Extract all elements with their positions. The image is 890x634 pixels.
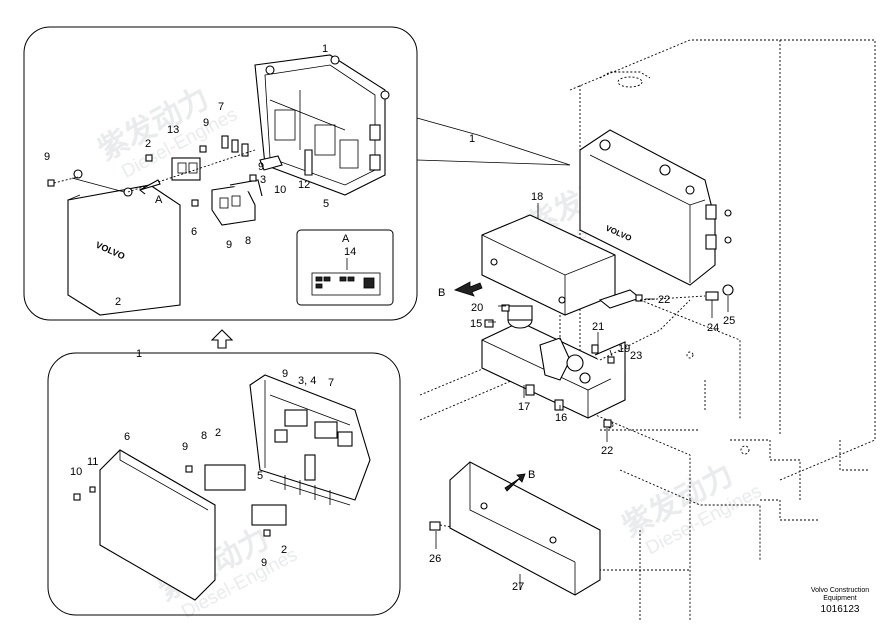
callout: 10 — [70, 466, 82, 478]
callout: 9 — [203, 117, 209, 129]
view-letter-b: B — [438, 287, 445, 299]
callout: 9 — [182, 441, 188, 453]
callout: 10 — [274, 184, 286, 196]
drawing-number: 1016123 — [821, 604, 860, 615]
callout: 12 — [298, 179, 310, 191]
company-line-2: Equipment — [823, 595, 857, 602]
callout: 22 — [658, 294, 670, 306]
up-arrow-icon — [210, 329, 234, 349]
callout: 1 — [322, 43, 328, 55]
callout: 1 — [469, 133, 475, 145]
callout: 25 — [723, 315, 735, 327]
view-arrow-b-bottom — [504, 473, 526, 492]
callouts-top: 1 7 13 2 9 9 10 12 5 3 9 8 2 6 9 — [44, 43, 329, 308]
callout: 20 — [471, 302, 483, 314]
callout: 5 — [257, 470, 263, 482]
callout: 9 — [261, 557, 267, 569]
callout: 9 — [282, 368, 288, 380]
callout: 2 — [115, 296, 121, 308]
detail-box-bottom: 1 9 3, 4 7 6 9 8 2 10 11 5 9 2 — [47, 348, 401, 616]
callout: 7 — [218, 101, 224, 113]
callout: 11 — [87, 456, 98, 468]
callout: 6 — [191, 226, 197, 238]
title-block: Volvo Construction Equipment 1016123 — [811, 587, 869, 615]
callout: 26 — [429, 553, 441, 565]
callout: 17 — [518, 401, 530, 413]
detail-view-letter: A — [342, 233, 350, 245]
callout: 13 — [167, 124, 179, 136]
callout: 3 — [260, 174, 266, 186]
callout: 3, 4 — [298, 375, 316, 387]
callout: 8 — [245, 235, 251, 247]
callout: 2 — [215, 427, 221, 439]
company-line-1: Volvo Construction — [811, 587, 869, 594]
callouts-bottom: 1 9 3, 4 7 6 9 8 2 10 11 5 9 2 — [70, 348, 334, 569]
callout: 27 — [512, 581, 524, 593]
callout: 24 — [707, 322, 719, 334]
view-letter-b: B — [528, 469, 535, 481]
callout: 15 — [470, 318, 482, 330]
callouts-main: 1 18 22 24 25 20 15 21 19 23 17 16 22 26… — [429, 133, 735, 593]
callout: 23 — [630, 350, 642, 362]
callout: 9 — [44, 151, 50, 163]
callout: 19 — [618, 343, 630, 355]
callout: 8 — [201, 430, 207, 442]
callout: 9 — [226, 239, 232, 251]
callout: 22 — [601, 445, 613, 457]
callout: 16 — [555, 412, 567, 424]
detail-box-top: VOLVO — [23, 26, 418, 321]
callout: 5 — [323, 198, 329, 210]
callout: 21 — [592, 321, 604, 333]
callout: 2 — [145, 138, 151, 150]
callout-14: 14 — [344, 246, 356, 258]
callout: 2 — [281, 544, 287, 556]
callout: 9 — [258, 161, 264, 173]
view-arrow-b-left — [453, 281, 483, 297]
callout: 6 — [124, 431, 130, 443]
callout: 7 — [328, 377, 334, 389]
callout: 1 — [136, 348, 142, 360]
view-letter-a: A — [155, 194, 163, 206]
main-assembly: VOLVO — [416, 117, 735, 596]
callout: 18 — [531, 191, 543, 203]
